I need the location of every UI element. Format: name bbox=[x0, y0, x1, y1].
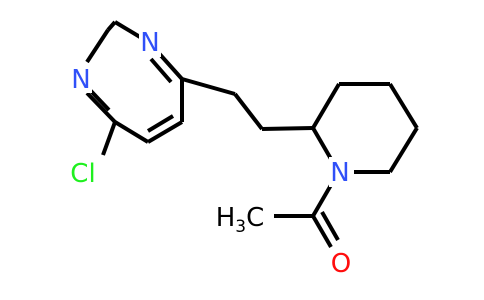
atom-n-top-label: N bbox=[140, 28, 159, 58]
bond-pip-c2-c3 bbox=[311, 82, 341, 130]
bond-n-carbonyl bbox=[311, 183, 333, 218]
bond-ring-c2-n1 bbox=[113, 20, 142, 39]
methyl-c: C bbox=[246, 203, 264, 233]
bond-ring-c5-c4-inner bbox=[146, 114, 175, 133]
bond-ring-c3-n3-inner bbox=[88, 88, 111, 112]
bond-pip-c5-c6 bbox=[388, 126, 419, 174]
bond-carbonyl-o bbox=[311, 214, 333, 249]
bond-ch2-pip bbox=[261, 126, 314, 131]
atom-oxygen-label: O bbox=[331, 249, 351, 279]
atom-chlorine: Cl bbox=[60, 157, 106, 189]
bond-ring-c2-top bbox=[106, 20, 117, 32]
bond-carbonyl-o-inner bbox=[320, 211, 340, 241]
bond-ring-c4-c3 bbox=[113, 120, 150, 144]
bond-pip-c4-c5 bbox=[388, 82, 419, 130]
bond-ch2-ch2 bbox=[233, 92, 264, 131]
methyl-subscript: 3 bbox=[235, 217, 246, 237]
atom-n-piperidine-label: N bbox=[330, 158, 349, 188]
bond-pip-n-c2 bbox=[311, 126, 333, 161]
bond-ring-c3-n3 bbox=[85, 91, 117, 124]
atom-n-top: N bbox=[139, 27, 161, 58]
atom-n-left: N bbox=[70, 63, 92, 95]
methyl-h: H bbox=[216, 203, 236, 233]
atom-n-piperidine: N bbox=[329, 157, 351, 188]
bond-c-cl bbox=[101, 121, 117, 156]
bond-ring-n3-c2 bbox=[85, 28, 110, 64]
atom-chlorine-label: Cl bbox=[70, 159, 95, 189]
bond-ring-ch2 bbox=[181, 77, 236, 96]
atom-methyl: H3C bbox=[213, 200, 271, 237]
bond-ring-n1-c6-inner bbox=[149, 57, 173, 84]
atom-n-left-label: N bbox=[71, 65, 90, 95]
bond-ring-c5-c4 bbox=[146, 120, 184, 144]
atom-methyl-label: H3C bbox=[216, 203, 265, 237]
atom-oxygen: O bbox=[329, 248, 353, 279]
